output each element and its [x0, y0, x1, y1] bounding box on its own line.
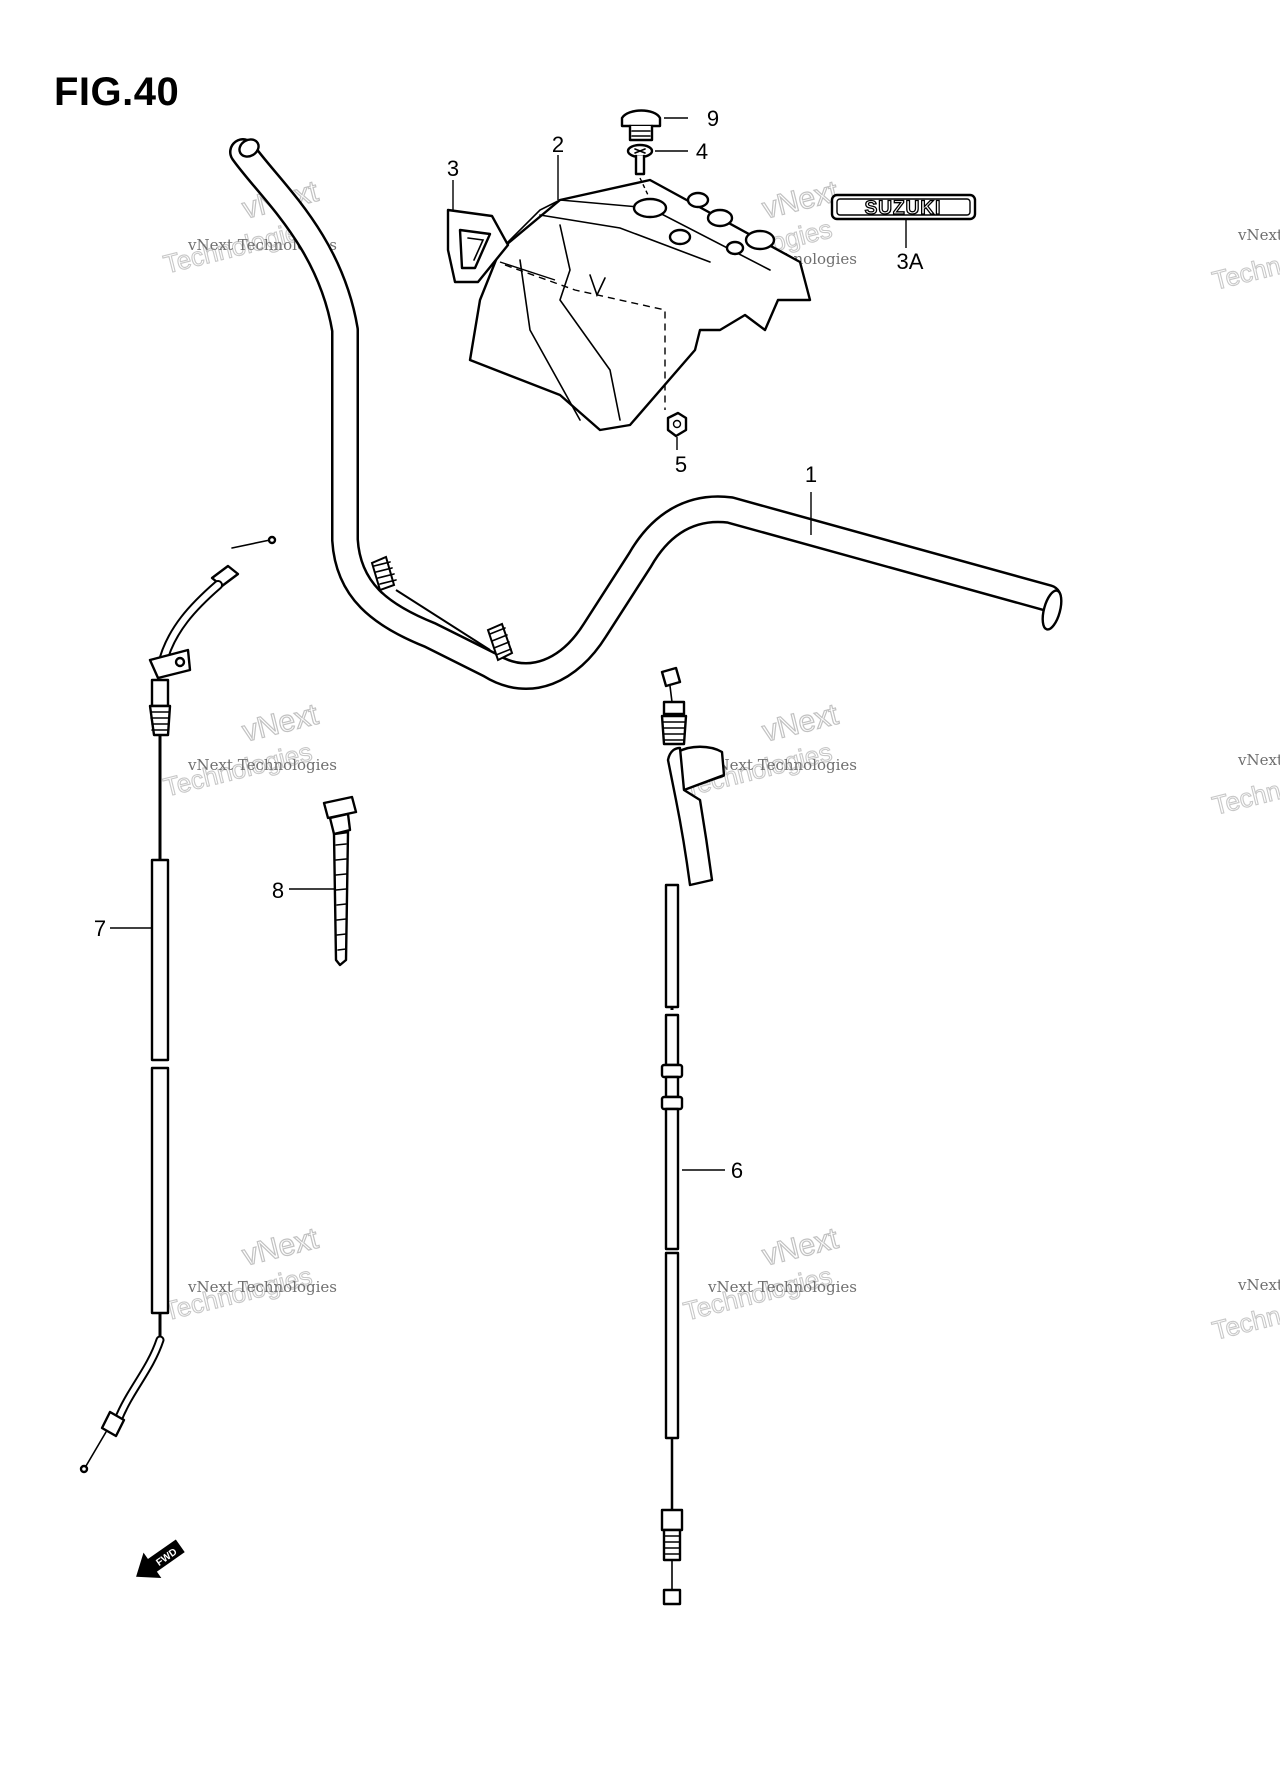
callout-3: 3 — [447, 156, 459, 181]
watermark-vnext: vNext — [239, 1222, 322, 1273]
callout-4: 4 — [696, 139, 708, 164]
watermark-text: vNext Technologies — [187, 1278, 337, 1296]
watermark-vnext: vNext — [239, 698, 322, 749]
throttle-cable — [660, 666, 726, 1606]
watermark-vnext: vNext — [759, 175, 842, 226]
watermark-text: vNext Technologies — [707, 756, 857, 774]
figure-title: FIG.40 — [54, 70, 180, 114]
watermark-vnext: vNext — [759, 698, 842, 749]
callout-labels: 1 2 3 3A 4 5 6 7 8 9 — [94, 106, 924, 1183]
watermark-text: vNext Technologies — [187, 756, 337, 774]
cap — [620, 109, 688, 142]
screw — [626, 143, 688, 196]
callout-6: 6 — [731, 1158, 743, 1183]
nut — [666, 411, 688, 450]
handlebar-cover — [468, 178, 812, 432]
handlebar — [229, 138, 1063, 690]
emblem-badge — [446, 208, 556, 284]
callout-9: 9 — [707, 106, 719, 131]
watermark: vNext Technologies — [160, 1221, 323, 1327]
leader-lines — [452, 155, 812, 535]
cable-tie — [289, 795, 358, 967]
suzuki-decal: SUZUKI — [830, 193, 977, 248]
callout-8: 8 — [272, 878, 284, 903]
clutch-cable — [79, 535, 277, 1474]
watermark-text: vNext Technologies — [1237, 226, 1280, 244]
watermark-text: vNext Technologies — [1237, 1276, 1280, 1294]
callout-7: 7 — [94, 916, 106, 941]
watermark-vnext: vNext — [759, 1222, 842, 1273]
watermark-text: vNext Technologies — [1237, 751, 1280, 769]
watermark-text: vNext Technologies — [707, 1278, 857, 1296]
decal-text: SUZUKI — [865, 198, 942, 219]
callout-2: 2 — [552, 132, 564, 157]
callout-1: 1 — [805, 462, 817, 487]
callout-3a: 3A — [897, 249, 924, 274]
watermark: vNext Technologies — [680, 1221, 843, 1327]
forward-arrow: FWD — [136, 1539, 185, 1579]
callout-5: 5 — [675, 452, 687, 477]
watermark: vNext Technologies — [160, 697, 323, 803]
